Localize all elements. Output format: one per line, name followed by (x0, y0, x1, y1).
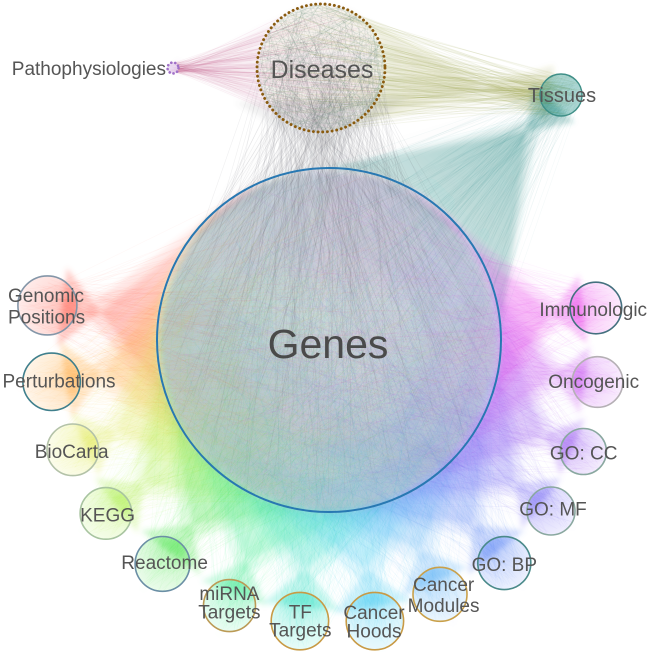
svg-text:Oncogenic: Oncogenic (548, 372, 639, 393)
svg-text:Perturbations: Perturbations (3, 372, 116, 393)
svg-text:Genomic: Genomic (8, 286, 84, 307)
svg-text:GO: MF: GO: MF (519, 500, 587, 521)
svg-text:Cancer: Cancer (413, 575, 475, 596)
svg-text:Cancer: Cancer (343, 603, 405, 624)
svg-text:Diseases: Diseases (271, 56, 374, 84)
svg-text:Modules: Modules (408, 596, 480, 617)
svg-text:Positions: Positions (8, 308, 85, 329)
svg-text:BioCarta: BioCarta (35, 442, 109, 463)
svg-text:Immunologic: Immunologic (539, 300, 647, 321)
svg-text:Hoods: Hoods (347, 622, 402, 643)
svg-text:Pathophysiologies: Pathophysiologies (12, 59, 166, 80)
svg-text:GO: BP: GO: BP (472, 555, 537, 576)
svg-text:TF: TF (289, 603, 312, 624)
svg-text:Reactome: Reactome (121, 553, 208, 574)
svg-text:Tissues: Tissues (528, 85, 596, 107)
svg-text:Targets: Targets (198, 603, 260, 624)
svg-text:Genes: Genes (268, 321, 389, 367)
svg-text:GO: CC: GO: CC (550, 444, 618, 465)
svg-text:Targets: Targets (269, 621, 331, 642)
svg-text:miRNA: miRNA (199, 584, 259, 605)
svg-text:KEGG: KEGG (80, 506, 135, 527)
